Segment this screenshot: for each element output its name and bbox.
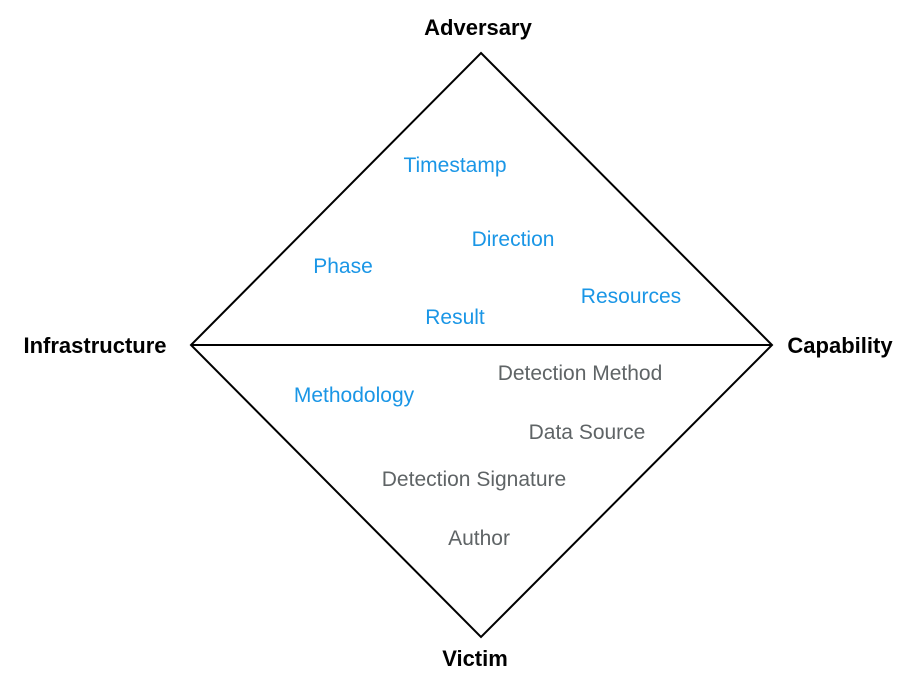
feature-detection-method: Detection Method [498, 362, 663, 385]
feature-direction: Direction [472, 228, 555, 251]
feature-author: Author [448, 527, 510, 550]
vertex-label-infrastructure: Infrastructure [23, 333, 166, 358]
feature-result: Result [425, 306, 485, 329]
vertex-label-capability: Capability [787, 333, 893, 358]
feature-phase: Phase [313, 255, 373, 278]
feature-timestamp: Timestamp [403, 154, 506, 177]
feature-data-source: Data Source [529, 421, 646, 444]
feature-resources: Resources [581, 285, 681, 308]
feature-detection-signature: Detection Signature [382, 468, 566, 491]
feature-methodology: Methodology [294, 384, 415, 407]
vertex-label-victim: Victim [442, 646, 508, 671]
diamond-outline [189, 51, 774, 639]
vertex-label-adversary: Adversary [424, 15, 532, 40]
